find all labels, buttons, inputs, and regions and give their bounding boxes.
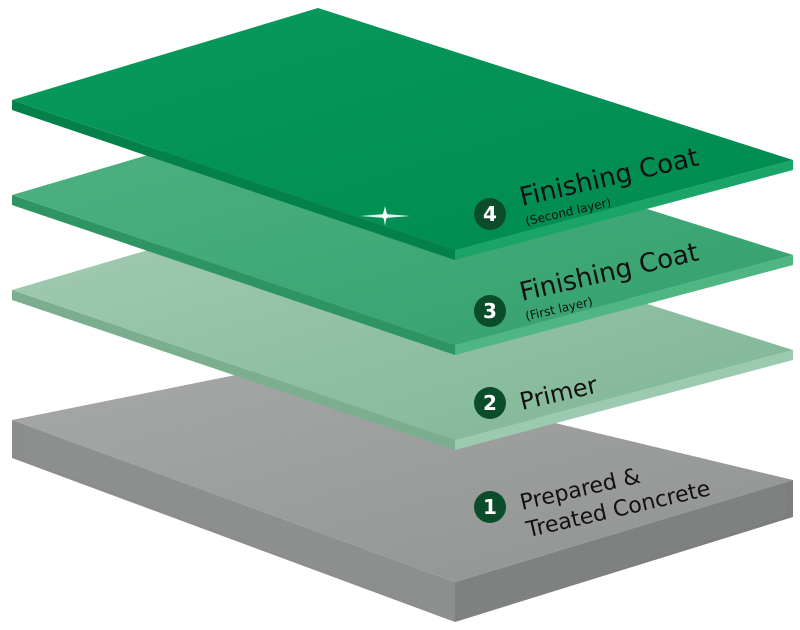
layer-finishing-coat-second — [12, 8, 793, 260]
badge-number: 2 — [483, 391, 497, 415]
badge-3 — [474, 295, 506, 327]
badge-1 — [474, 491, 506, 523]
badge-2 — [474, 387, 506, 419]
badge-number: 1 — [483, 495, 497, 519]
badge-number: 4 — [483, 202, 497, 226]
sparkle-icon — [360, 206, 410, 226]
badge-number: 3 — [483, 299, 497, 323]
badge-4 — [474, 198, 506, 230]
